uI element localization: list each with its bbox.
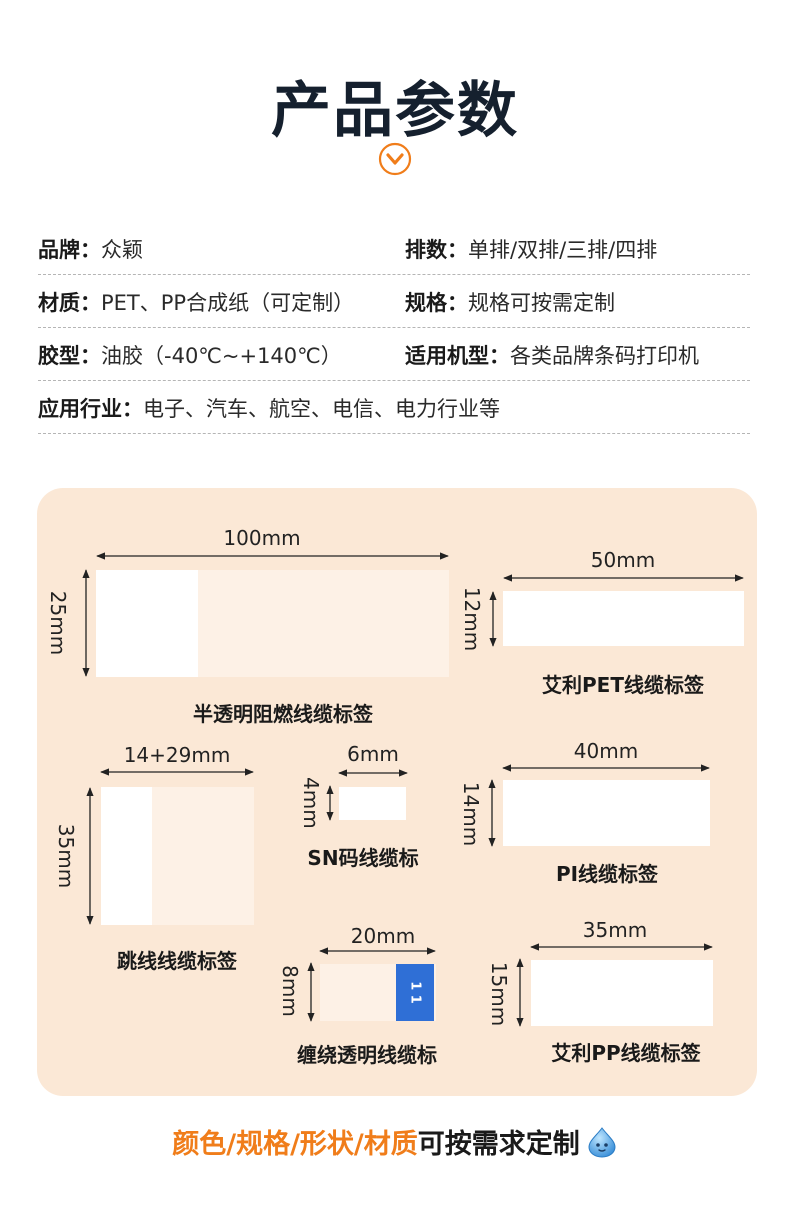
custom-highlight: 颜色/规格/形状/材质 (172, 1129, 418, 1160)
pp-caption: 艾利PP线缆标签 (551, 1041, 701, 1065)
flame-caption: 半透明阻燃线缆标签 (193, 702, 373, 726)
spec-printer: 适用机型：各类品牌条码打印机 (405, 344, 699, 368)
flame-height: 25mm (46, 590, 70, 656)
spec-size: 规格：规格可按需定制 (405, 291, 615, 315)
pet-caption: 艾利PET线缆标签 (542, 673, 704, 697)
spec-adhesive: 胶型：油胶（-40℃~+140℃） (38, 344, 342, 368)
wrap-caption: 缠绕透明线缆标 (297, 1043, 437, 1067)
sn-height: 4mm (299, 777, 323, 829)
spec-material: 材质：PET、PP合成纸（可定制） (38, 291, 355, 315)
pp-width: 35mm (582, 918, 648, 942)
pi-width: 40mm (573, 739, 639, 763)
pi-caption: PI线缆标签 (555, 862, 659, 886)
wrap-height: 8mm (278, 965, 302, 1017)
tab-text: 1 1 (407, 981, 423, 1004)
sn-caption: SN码线缆标 (307, 846, 419, 870)
spec-row: 品牌：众颖 排数：单排/双排/三排/四排 (38, 222, 750, 275)
chevron-down-icon (378, 142, 412, 176)
wrap-width: 20mm (350, 924, 416, 948)
flame-width: 100mm (223, 526, 301, 550)
spec-table: 品牌：众颖 排数：单排/双排/三排/四排 材质：PET、PP合成纸（可定制） 规… (38, 222, 750, 434)
custom-rest: 可按需求定制 (417, 1129, 580, 1160)
spec-row: 胶型：油胶（-40℃~+140℃） 适用机型：各类品牌条码打印机 (38, 328, 750, 381)
label-tab: 1 1 (396, 964, 434, 1021)
spec-rows: 排数：单排/双排/三排/四排 (405, 238, 658, 262)
spec-brand: 品牌：众颖 (38, 238, 143, 262)
custom-note: 颜色/规格/形状/材质可按需求定制 (0, 1122, 790, 1161)
spec-row: 材质：PET、PP合成纸（可定制） 规格：规格可按需定制 (38, 275, 750, 328)
sn-width: 6mm (347, 742, 399, 766)
dimension-arrows (82, 552, 744, 1027)
spec-row: 应用行业：电子、汽车、航空、电信、电力行业等 (38, 381, 750, 434)
water-drop-icon (588, 1127, 616, 1158)
spec-industry: 应用行业：电子、汽车、航空、电信、电力行业等 (38, 397, 500, 421)
jump-width: 14+29mm (123, 743, 231, 767)
pet-width: 50mm (590, 548, 656, 572)
pet-height: 12mm (460, 586, 484, 652)
jump-caption: 跳线线缆标签 (117, 949, 237, 973)
jump-height: 35mm (54, 823, 78, 889)
pp-height: 15mm (487, 961, 511, 1027)
pi-height: 14mm (459, 781, 483, 847)
page-title: 产品参数 (271, 76, 519, 146)
label-showcase-panel: 100mm 25mm 半透明阻燃线缆标签 50mm 12mm 艾利PET线缆标签… (37, 488, 757, 1096)
